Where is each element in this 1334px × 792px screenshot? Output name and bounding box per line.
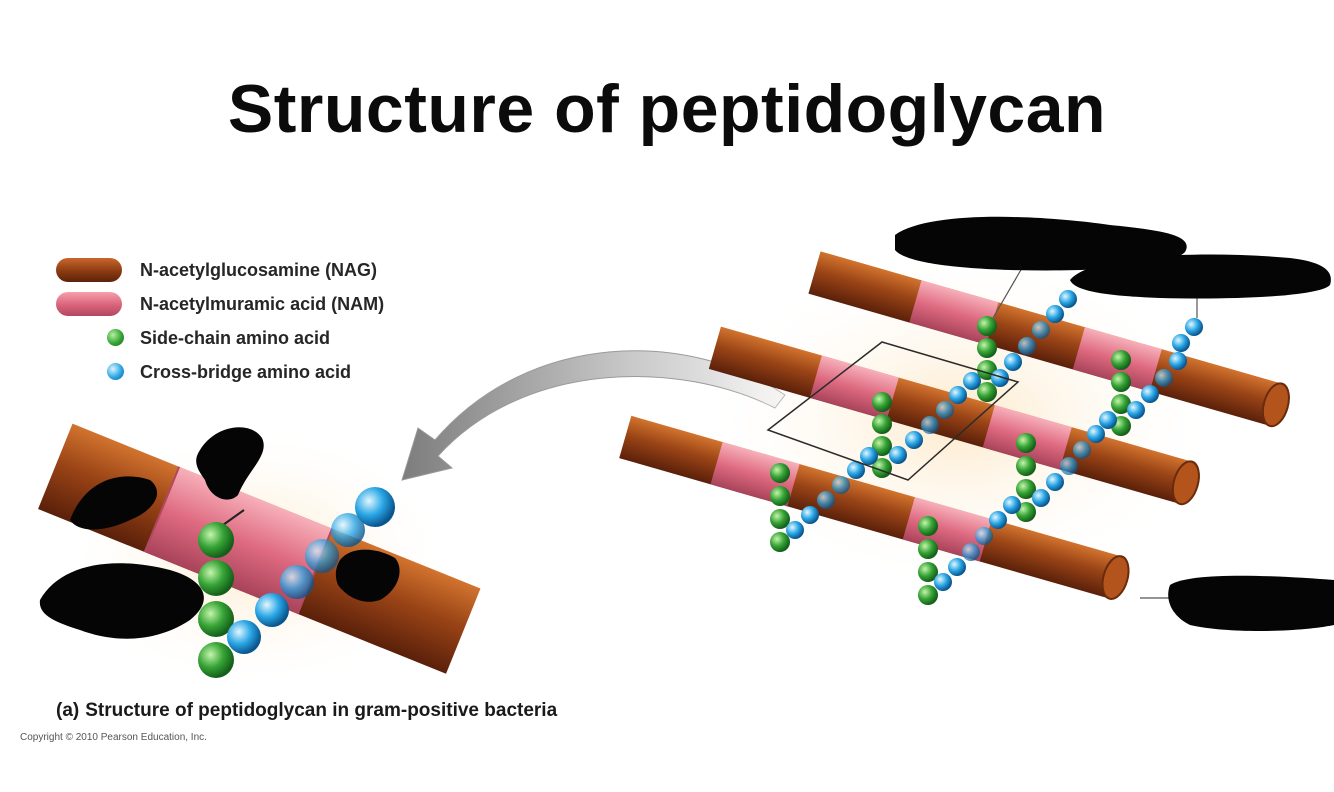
zoom-inset <box>38 423 481 690</box>
nam-cylinder-icon <box>56 292 126 316</box>
blue-sphere-icon <box>56 360 126 384</box>
legend-label-nag: N-acetylglucosamine (NAG) <box>140 259 378 280</box>
zoom-selection-box <box>766 341 1020 481</box>
legend-label-nam: N-acetylmuramic acid (NAM) <box>140 293 385 314</box>
page-title: Structure of peptidoglycan <box>227 71 1107 147</box>
legend-item-nag: N-acetylglucosamine (NAG) <box>56 253 384 287</box>
zoom-arrow-icon <box>401 350 786 481</box>
redaction-marks-inset <box>39 427 400 639</box>
legend-item-side-chain: Side-chain amino acid <box>56 321 384 355</box>
inset-side-chain <box>198 509 245 678</box>
legend-label-side-chain: Side-chain amino acid <box>140 327 331 348</box>
caption-tag: (a) <box>56 700 80 721</box>
cross-bridge-amino-acids <box>786 290 1203 591</box>
caption-text: Structure of peptidoglycan in gram-posit… <box>85 700 558 721</box>
legend-label-cross-bridge: Cross-bridge amino acid <box>140 361 352 382</box>
legend-item-cross-bridge: Cross-bridge amino acid <box>56 355 384 389</box>
redaction-marks-lattice <box>895 216 1334 632</box>
legend: N-acetylglucosamine (NAG) N-acetylmurami… <box>56 253 384 389</box>
side-chain-amino-acids <box>770 316 1131 605</box>
peptidoglycan-lattice <box>619 216 1334 632</box>
green-sphere-icon <box>56 326 126 350</box>
copyright-notice: Copyright © 2010 Pearson Education, Inc. <box>20 732 207 743</box>
inset-cross-bridge <box>227 487 395 654</box>
legend-item-nam: N-acetylmuramic acid (NAM) <box>56 287 384 321</box>
figure-caption: (a)Structure of peptidoglycan in gram-po… <box>56 700 557 722</box>
nag-cylinder-icon <box>56 258 126 282</box>
